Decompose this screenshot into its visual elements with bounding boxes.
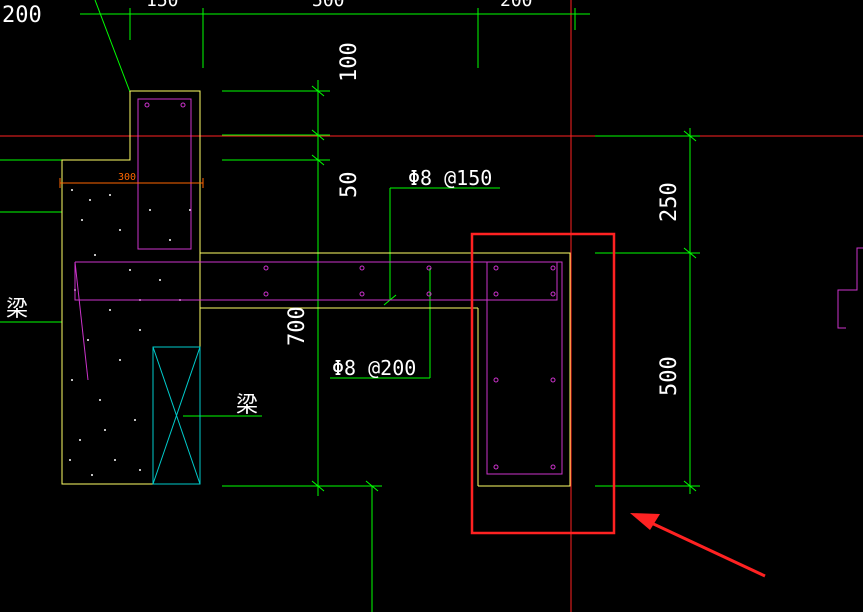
partial-right-shape	[837, 247, 863, 329]
rebar-label-top: Φ8 @150	[408, 166, 492, 190]
beam-label-left: 梁	[6, 297, 28, 322]
dim-500: 500	[657, 356, 682, 396]
dim-top-c: 200	[500, 0, 533, 11]
cyan-hatch-box	[152, 346, 201, 485]
dim-100: 100	[337, 42, 362, 82]
dimension-lines	[0, 0, 700, 612]
arrow-annotation	[630, 513, 766, 578]
dim-slab-width: 300	[118, 172, 136, 183]
dim-top-left: 200	[2, 3, 42, 28]
concrete-hatch	[69, 189, 191, 476]
dim-top-a: 150	[146, 0, 179, 11]
beam-label-mid: 梁	[236, 393, 258, 418]
dim-top-b: 500	[312, 0, 345, 11]
rebar-cages	[74, 98, 563, 475]
highlight-box	[470, 232, 616, 535]
slab-width-dimension	[59, 178, 204, 188]
dim-700: 700	[285, 306, 310, 346]
rebar-label-bottom: Φ8 @200	[332, 356, 416, 380]
dim-50: 50	[337, 172, 362, 199]
rebar-dots	[144, 102, 556, 470]
dim-250: 250	[657, 182, 682, 222]
concrete-outline	[61, 90, 571, 487]
